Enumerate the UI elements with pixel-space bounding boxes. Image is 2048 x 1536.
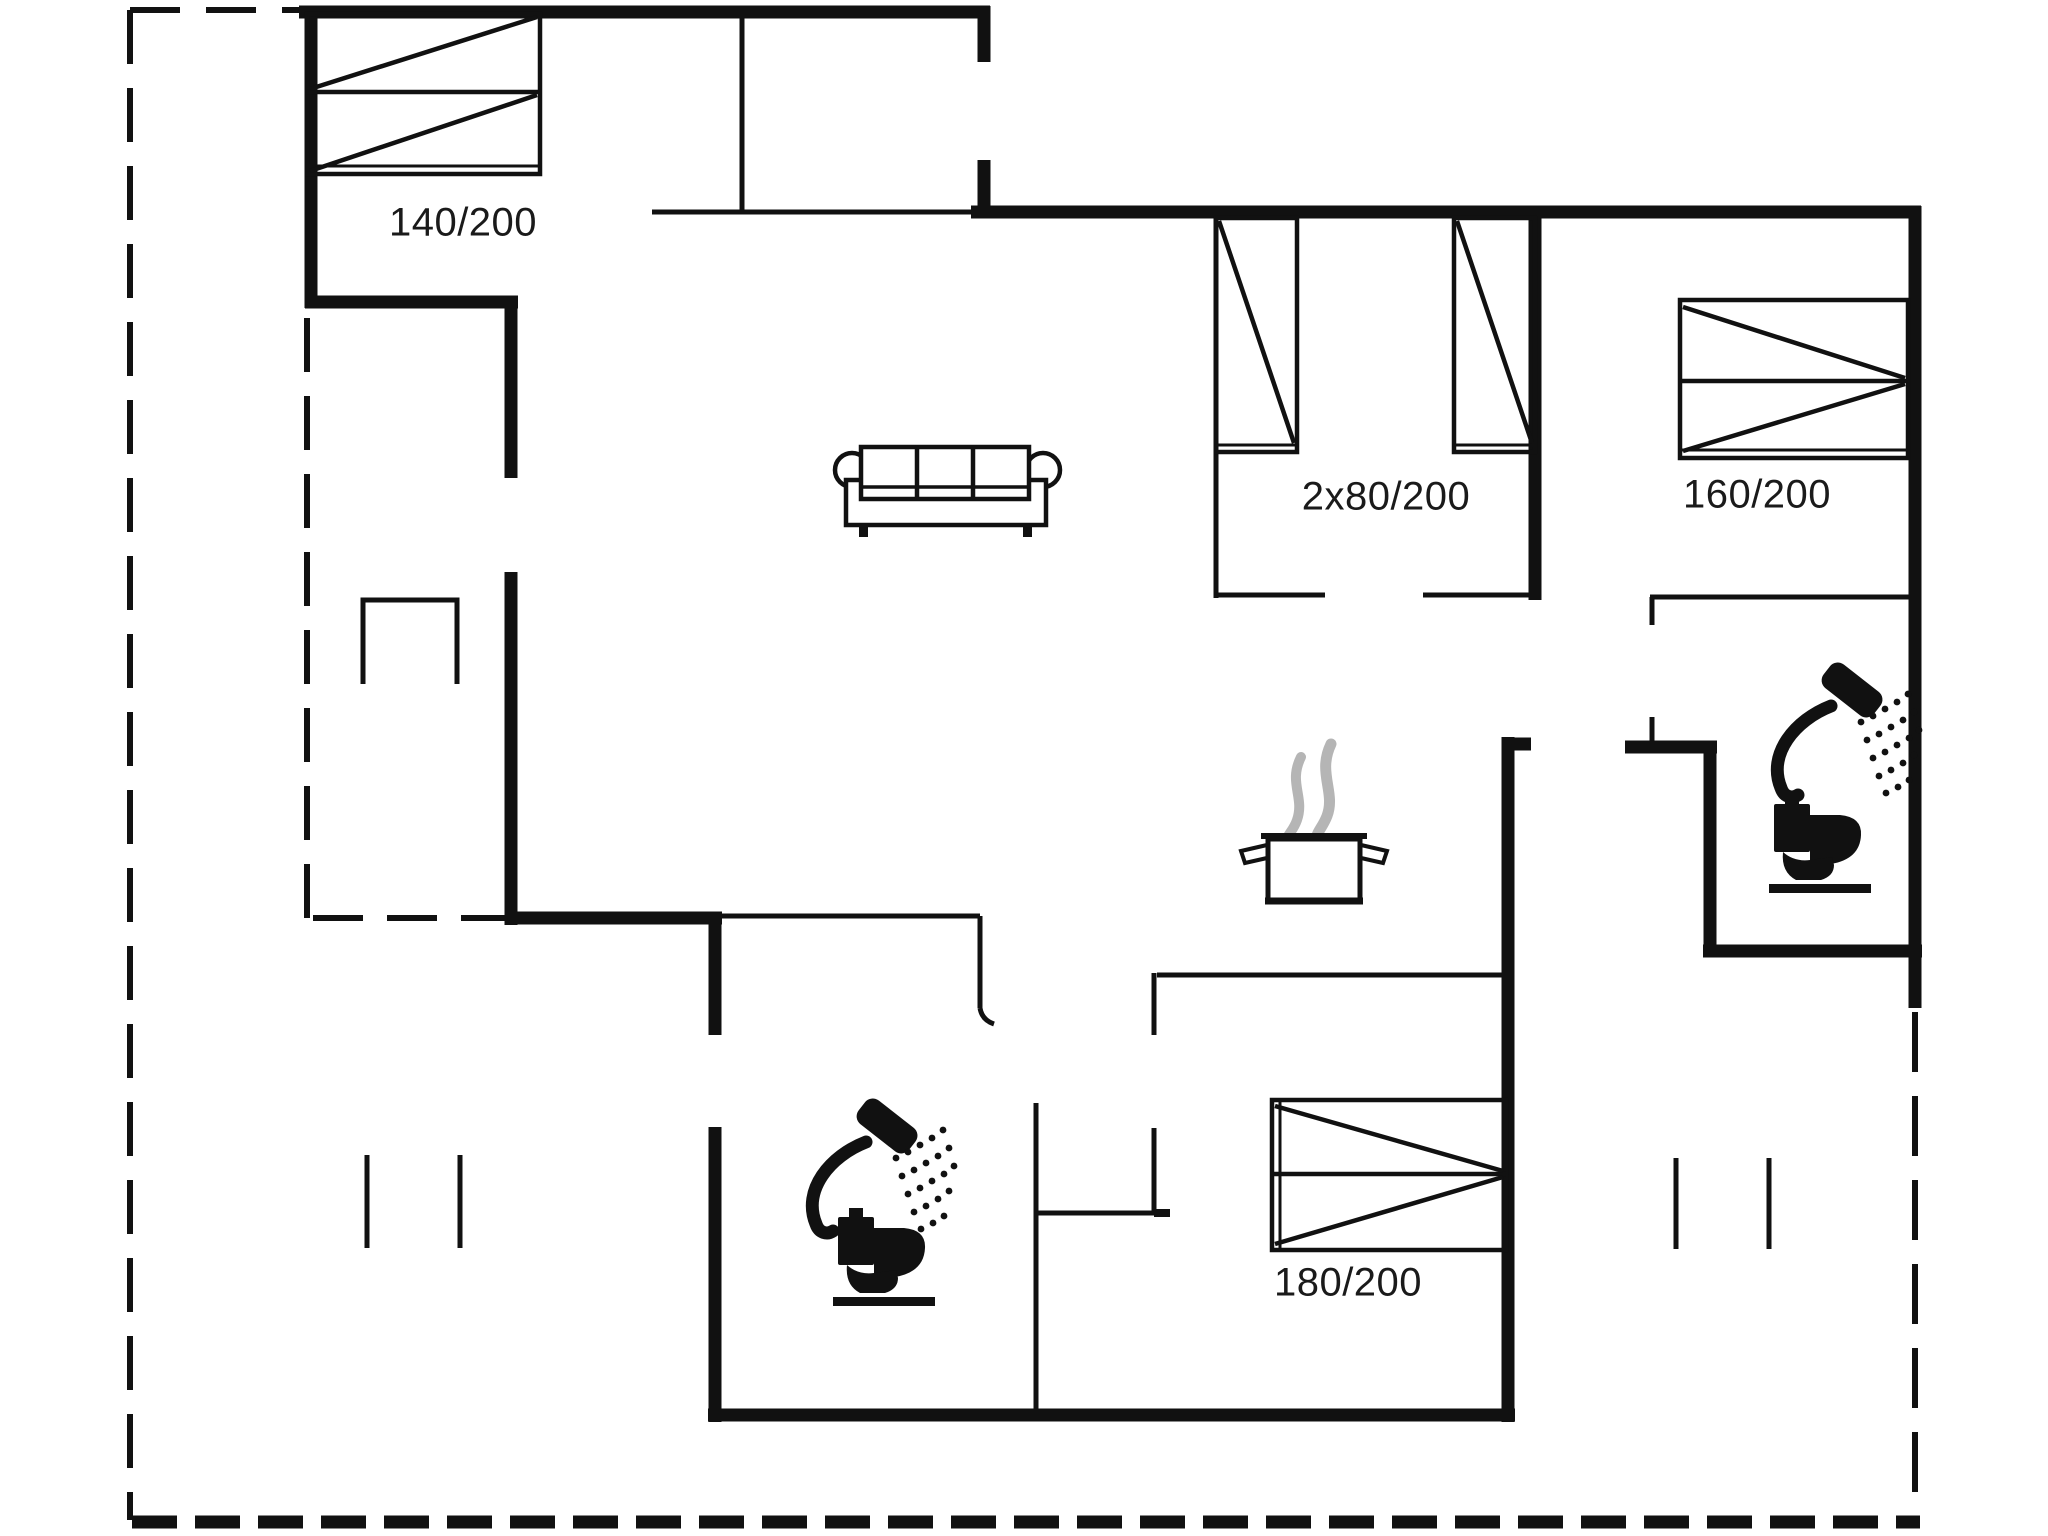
bed-160-symbol xyxy=(1677,297,1911,461)
steam-icon xyxy=(1281,752,1306,848)
terrace-dashed-boundary xyxy=(127,7,1920,1529)
exterior-walls xyxy=(299,5,1922,1422)
bed-label-2x80: 2x80/200 xyxy=(1301,474,1471,519)
bed-140-symbol xyxy=(304,11,543,177)
bed-label-160: 160/200 xyxy=(1682,472,1832,517)
bathroom-right xyxy=(1769,658,1922,893)
shower-icon xyxy=(1777,658,1922,797)
toilet-icon xyxy=(1769,795,1871,893)
toilet-icon xyxy=(833,1208,935,1306)
bathroom-bottom xyxy=(812,1094,957,1306)
shower-icon xyxy=(812,1094,957,1233)
sofa-icon xyxy=(832,444,1063,537)
door-swing-arc xyxy=(977,1007,995,1027)
steam-icon xyxy=(1311,738,1337,847)
bed-2x80-symbol xyxy=(1213,215,1538,455)
entry-porch-symbol xyxy=(360,597,460,684)
bed-180-symbol xyxy=(1269,1097,1509,1253)
partition-walls xyxy=(360,12,1915,1418)
bed-label-140: 140/200 xyxy=(388,200,538,245)
terrace-door-markers xyxy=(364,1155,1772,1249)
cooking-pot-icon xyxy=(1238,738,1390,905)
bed-label-180: 180/200 xyxy=(1273,1260,1423,1305)
